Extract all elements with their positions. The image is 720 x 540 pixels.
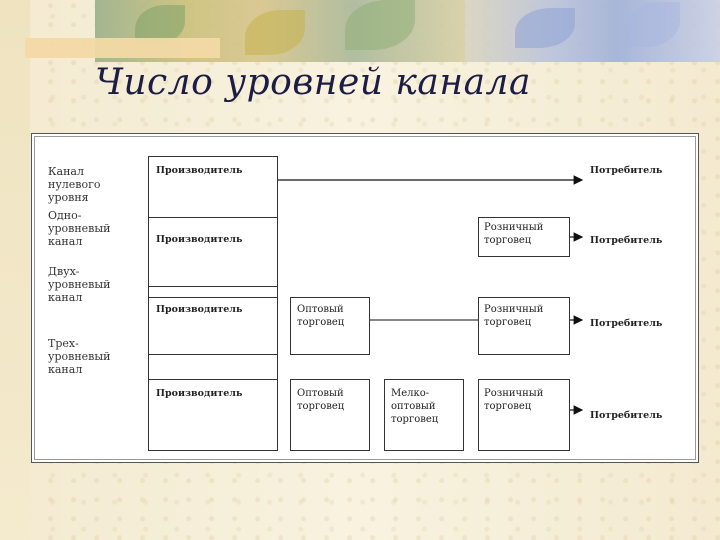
retailer-box-row3 [478, 297, 570, 355]
row-label-zero-level: Канал нулевого уровня [48, 165, 101, 204]
left-margin-strip [0, 0, 30, 540]
producer-label-row3: Производитель [156, 304, 243, 315]
retailer-label-row3: Розничный торговец [484, 304, 544, 328]
consumer-label-row2: Потребитель [590, 235, 663, 246]
consumer-label-row3: Потребитель [590, 318, 663, 329]
small-wholesaler-box-row4 [384, 379, 464, 451]
producer-label-row1: Производитель [156, 165, 243, 176]
row-label-one-level: Одно-уровневый канал [48, 209, 111, 248]
row-label-three-level: Трех-уровневый канал [48, 337, 111, 376]
producer-box-row4 [148, 379, 278, 451]
wholesaler-box-row3 [290, 297, 370, 355]
consumer-label-row1: Потребитель [590, 165, 663, 176]
producer-box-row3 [148, 297, 278, 355]
small-wholesaler-label-row4: Мелко-оптовый торговец [391, 388, 439, 425]
retailer-box-row4 [478, 379, 570, 451]
page-title: Число уровней канала [95, 62, 531, 103]
wholesaler-label-row3: Оптовый торговец [297, 304, 345, 328]
consumer-label-row4: Потребитель [590, 410, 663, 421]
retailer-label-row4: Розничный торговец [484, 388, 544, 412]
wholesaler-label-row4: Оптовый торговец [297, 388, 345, 412]
producer-label-row4: Производитель [156, 388, 243, 399]
diagram-inner-frame [34, 136, 696, 460]
producer-box-row2 [148, 217, 278, 287]
retailer-box-row2 [478, 217, 570, 257]
producer-label-row2: Производитель [156, 234, 243, 245]
decorative-tan-bar [25, 38, 220, 58]
wholesaler-box-row4 [290, 379, 370, 451]
retailer-label-row2: Розничный торговец [484, 222, 544, 246]
row-label-two-level: Двух-уровневый канал [48, 265, 111, 304]
